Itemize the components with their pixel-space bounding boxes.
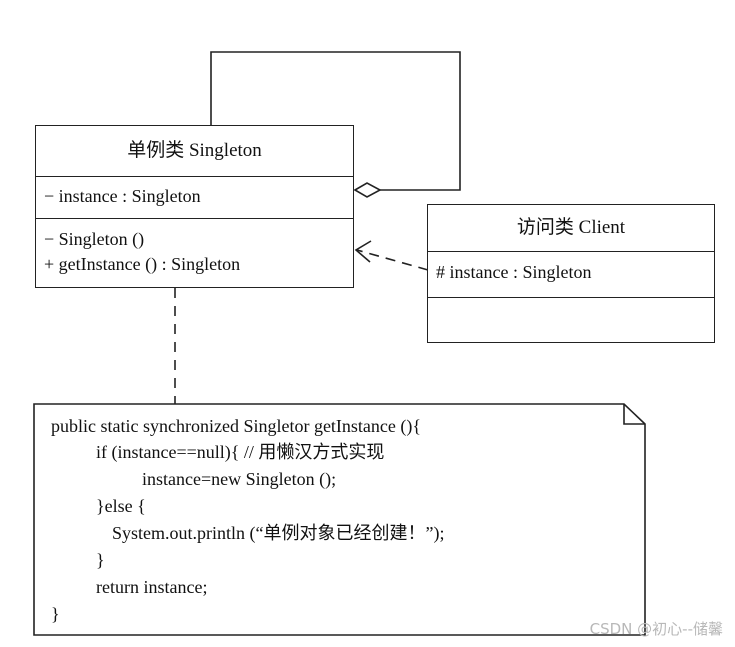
client-attributes: # instance : Singleton [428, 251, 714, 297]
singleton-operation-getinstance: + getInstance () : Singleton [44, 254, 241, 274]
singleton-class: 单例类 Singleton − instance : Singleton − S… [35, 125, 354, 288]
self-association-line [210, 51, 461, 191]
client-class-name: 访问类 Client [516, 217, 626, 238]
singleton-attribute-instance: − instance : Singleton [44, 186, 201, 206]
note-fold [623, 404, 645, 425]
note-line: instance=new Singleton (); [142, 469, 337, 489]
note-line: } [96, 550, 105, 570]
note-line: }else { [96, 496, 146, 516]
dependency-line [356, 249, 429, 271]
singleton-operations: − Singleton () + getInstance () : Single… [36, 218, 353, 277]
singleton-operation-constructor: − Singleton () [44, 229, 145, 249]
singleton-class-name: 单例类 Singleton [127, 140, 262, 161]
client-operations [428, 297, 714, 341]
note-line: public static synchronized Singletor get… [51, 416, 422, 436]
note-line: if (instance==null){ // 用懒汉方式实现 [96, 442, 385, 462]
singleton-attributes: − instance : Singleton [36, 176, 353, 218]
note-line: return instance; [96, 577, 208, 597]
note-shape [33, 403, 646, 636]
note-line: } [51, 604, 60, 624]
aggregation-diamond [353, 182, 382, 198]
client-class: 访问类 Client # instance : Singleton [427, 204, 715, 343]
note-line: System.out.println (“单例对象已经创建！”); [112, 523, 445, 543]
client-attribute-instance: # instance : Singleton [436, 262, 592, 282]
dependency-arrowhead [354, 240, 372, 263]
watermark: CSDN @初心--储馨 [589, 620, 723, 638]
